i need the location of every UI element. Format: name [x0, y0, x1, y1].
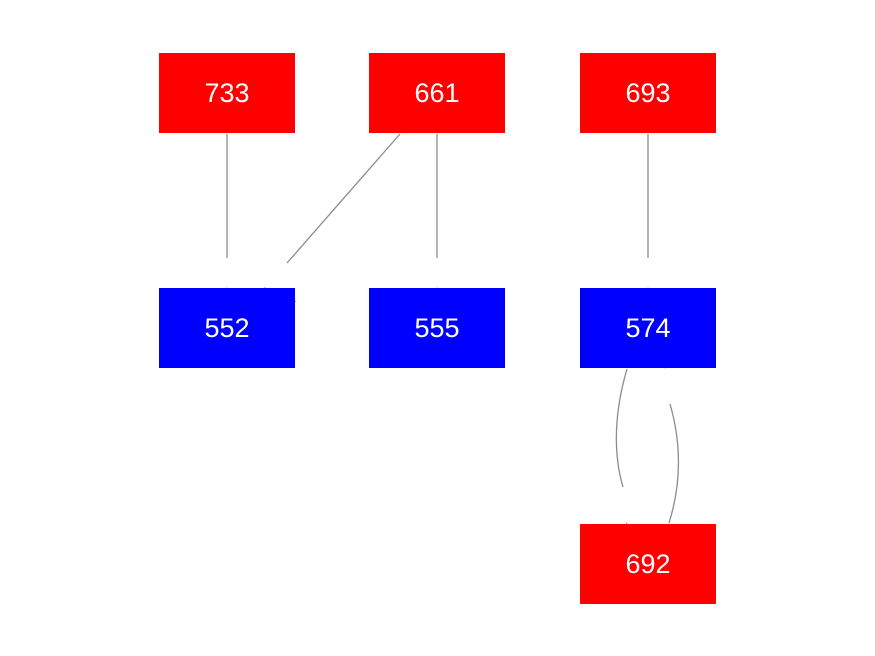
edge-n661-to-n552: [286, 133, 401, 264]
node-552[interactable]: 552: [159, 288, 295, 368]
node-label: 733: [204, 77, 250, 108]
node-574[interactable]: 574: [580, 288, 716, 368]
node-label: 552: [204, 312, 250, 343]
node-label: 693: [625, 77, 671, 108]
node-label: 555: [414, 312, 460, 343]
node-label: 574: [625, 312, 671, 343]
edge-n692-to-n574: [668, 403, 680, 524]
node-693[interactable]: 693: [580, 53, 716, 133]
node-label: 661: [414, 77, 460, 108]
node-555[interactable]: 555: [369, 288, 505, 368]
node-692[interactable]: 692: [580, 524, 716, 604]
node-733[interactable]: 733: [159, 53, 295, 133]
node-661[interactable]: 661: [369, 53, 505, 133]
node-label: 692: [625, 548, 671, 579]
edge-n574-to-n692: [615, 368, 628, 488]
